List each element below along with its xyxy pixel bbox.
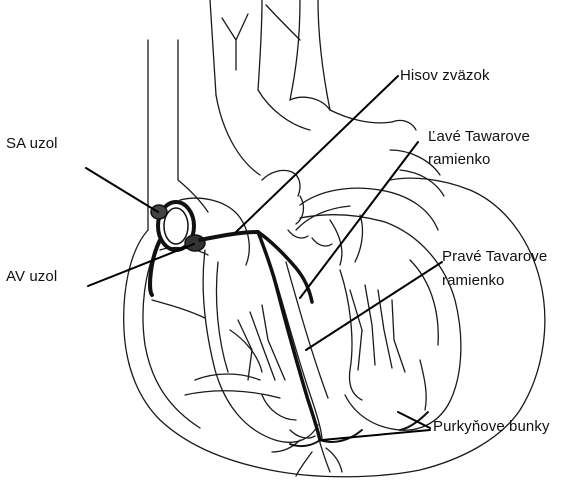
leader-sa-node bbox=[86, 168, 158, 212]
label-his-bundle: Hisov zväzok bbox=[400, 67, 490, 85]
av-node-dot bbox=[185, 235, 205, 251]
leader-purkinje-lower bbox=[322, 430, 430, 440]
leader-right-bundle bbox=[306, 262, 442, 350]
septum bbox=[272, 262, 328, 440]
label-sa-node: SA uzol bbox=[6, 135, 58, 153]
label-left-bundle-line2: ramienko bbox=[428, 151, 491, 169]
leader-av-node bbox=[88, 244, 194, 286]
label-purkinje: Purkyňove bunky bbox=[433, 418, 550, 436]
label-av-node: AV uzol bbox=[6, 268, 57, 286]
label-left-bundle-line1: Ľavé Tawarove bbox=[428, 128, 530, 146]
valves bbox=[262, 170, 332, 246]
label-right-bundle-line1: Pravé Tavarove bbox=[442, 248, 547, 266]
left-ventricle bbox=[300, 215, 461, 430]
leader-left-bundle bbox=[300, 142, 418, 298]
label-right-bundle-line2: ramienko bbox=[442, 272, 505, 290]
left-atrium bbox=[296, 188, 438, 265]
right-ventricle bbox=[185, 250, 318, 442]
leader-lines bbox=[86, 76, 442, 440]
